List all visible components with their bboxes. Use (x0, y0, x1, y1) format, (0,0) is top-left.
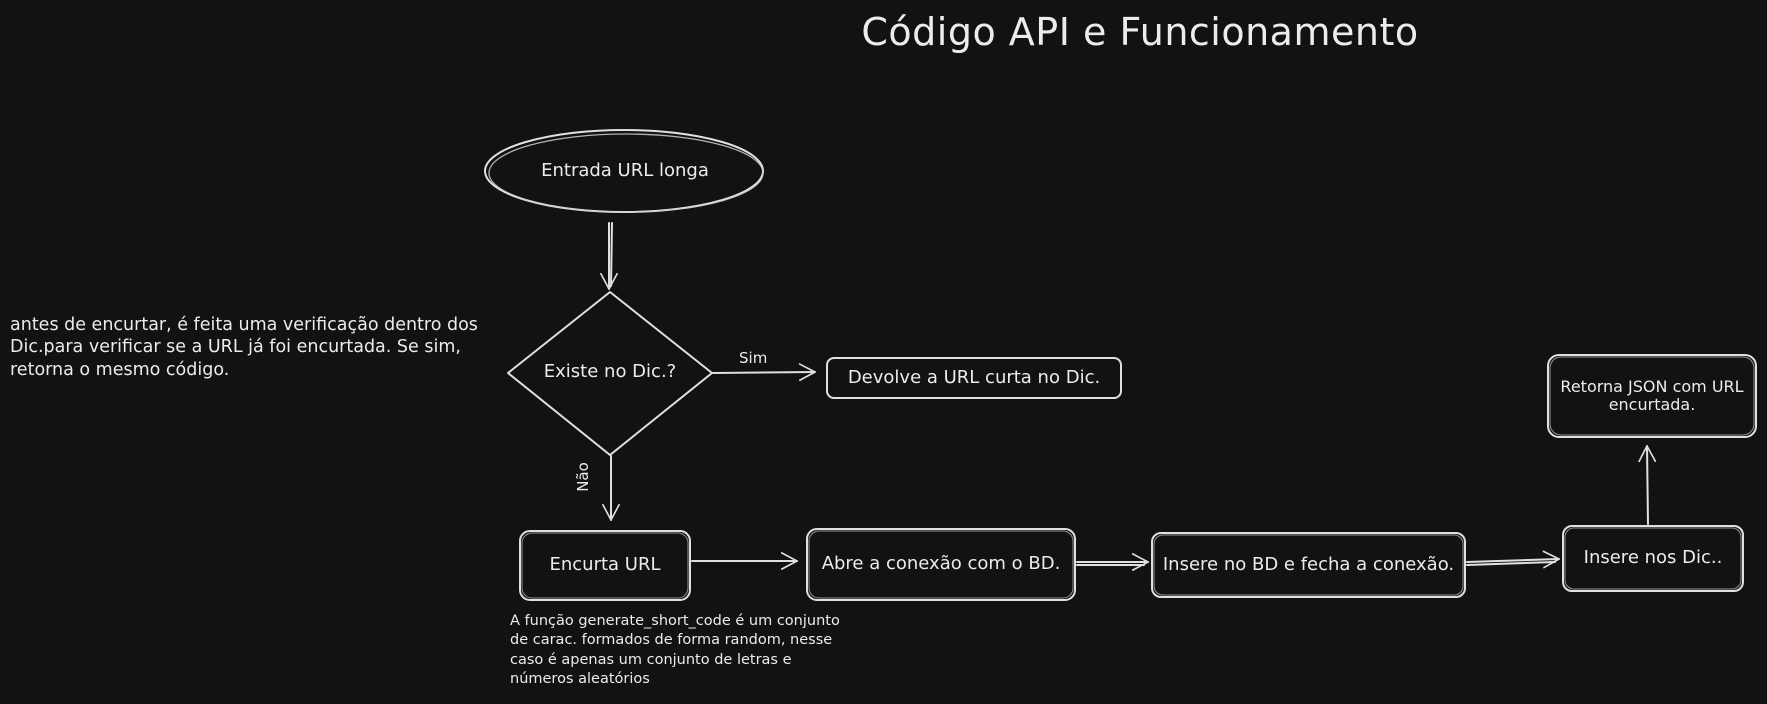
insere-dic-box-outline (1564, 527, 1742, 590)
retorna-box (1547, 354, 1757, 438)
arrow-sim (712, 363, 816, 382)
start-terminator-shape-outline (488, 133, 764, 213)
encurta-box (519, 530, 691, 601)
devolve-box (826, 357, 1122, 399)
insere-dic-box (1562, 525, 1744, 592)
insere-bd-box-outline (1153, 534, 1464, 596)
insere-dic-node-label: Insere nos Dic.. (1583, 547, 1723, 569)
insere-bd-node-label: Insere no BD e fecha a conexão. (1162, 553, 1455, 575)
decision-diamond (507, 291, 713, 456)
arrow-insere-bd-to-insere-dic-sketch (1466, 561, 1556, 566)
encurta-box-outline (521, 532, 689, 599)
devolve-node-label: Devolve a URL curta no Dic. (847, 366, 1101, 388)
retorna-node-label: Retorna JSON com URL encurtada. (1560, 376, 1744, 414)
abre-node-label: Abre a conexão com o BD. (821, 553, 1061, 575)
generate-short-code-note: A função generate_short_code é um conjun… (510, 613, 840, 688)
abre-box-outline (808, 530, 1074, 599)
edge-label-sim: Sim (739, 349, 768, 367)
retorna-box-outline (1549, 356, 1755, 436)
decision-node-label: Existe no Dic.? (543, 360, 677, 382)
arrow-insere-dic-to-retorna (1638, 445, 1657, 525)
abre-box (806, 528, 1076, 601)
insere-bd-box (1151, 532, 1466, 598)
diagram-title: Código API e Funcionamento (861, 10, 1419, 54)
arrow-start-to-decision-sketch (610, 222, 613, 287)
start-node-label: Entrada URL longa (541, 159, 709, 181)
edge-label-nao: Não (573, 462, 592, 492)
verification-note: antes de encurtar, é feita uma verificaç… (10, 315, 478, 380)
arrow-insere-bd-to-insere-dic (1466, 550, 1560, 569)
encurta-node-label: Encurta URL (549, 554, 661, 576)
